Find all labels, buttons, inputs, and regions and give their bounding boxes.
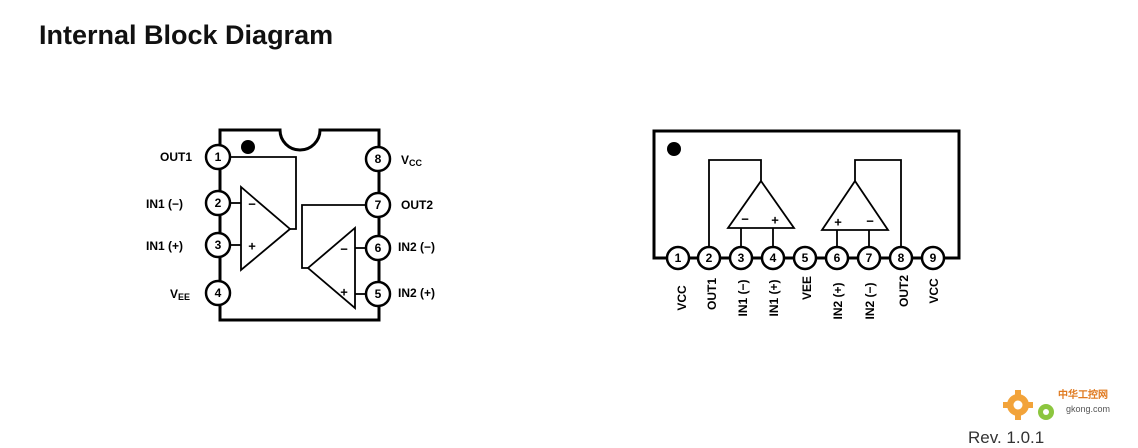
sip-pin-3 (728, 245, 754, 271)
dip-opamp-2 (301, 204, 366, 310)
sip-opamp-1 (708, 159, 796, 246)
watermark-url: gkong.com (1066, 404, 1111, 414)
pin1-marker-dot (241, 140, 255, 154)
dip-label-out1: OUT1 (160, 150, 192, 164)
dip-label-in1-plus: IN1 (+) (146, 239, 183, 253)
dip-wire-out2 (301, 204, 366, 269)
dip-pin-5-number: 5 (375, 287, 382, 301)
dip-opamp-1-plus-sign: + (248, 239, 256, 254)
dip-opamp-1-minus-sign: − (248, 197, 256, 212)
sip-wire-out1 (708, 159, 762, 246)
dip-label-out2: OUT2 (401, 198, 433, 212)
dip-pin-4-number: 4 (215, 286, 222, 300)
dip-wire-out1 (230, 156, 297, 230)
dip8-body-outline (218, 128, 381, 322)
dip8-left-pins: 1 2 3 4 (204, 143, 232, 307)
sip-pin-8 (888, 245, 914, 271)
sip-pin-1 (665, 245, 691, 271)
dip-opamp-2-triangle (306, 226, 356, 310)
sip-pin-1-number: 1 (675, 251, 682, 265)
sip-pin-9 (920, 245, 946, 271)
sip-pin-6 (824, 245, 850, 271)
sip-opamp-2 (820, 159, 902, 246)
sip-pin-4 (760, 245, 786, 271)
sip-opamp-1-triangle (726, 179, 796, 229)
dip-label-in2-minus: IN2 (−) (398, 240, 435, 254)
sip-pin-9-number: 9 (930, 251, 937, 265)
sip-label-vee: VEE (800, 276, 814, 300)
page-title: Internal Block Diagram (39, 20, 334, 50)
sip9-pins: 1 2 3 4 5 6 7 8 9 (665, 245, 946, 271)
dip-pin-4 (204, 279, 232, 307)
dip-label-in2-plus: IN2 (+) (398, 286, 435, 300)
sip-pin-7 (856, 245, 882, 271)
dip-pin-8-number: 8 (375, 152, 382, 166)
sip-label-in1-minus: IN1 (−) (736, 279, 750, 316)
sip-opamp-1-plus-sign: + (771, 213, 779, 228)
dip-pin-6-number: 6 (375, 241, 382, 255)
dip-label-vee: VEE (170, 287, 190, 302)
gear-icon (1003, 390, 1054, 420)
sip-label-vcc-1: VCC (675, 285, 689, 311)
sip-opamp-1-minus-sign: − (741, 212, 749, 227)
sip-pin-5 (792, 245, 818, 271)
sip-pin-2 (696, 245, 722, 271)
dip-opamp-2-plus-sign: + (340, 285, 348, 300)
sip-label-in2-minus: IN2 (−) (863, 282, 877, 319)
dip-pin-8 (364, 145, 392, 173)
dip-pin-2-number: 2 (215, 196, 222, 210)
dip-opamp-1 (230, 156, 297, 272)
sip-opamp-2-triangle (820, 179, 890, 231)
sip-pin-5-number: 5 (802, 251, 809, 265)
sip-pin1-marker-dot (667, 142, 681, 156)
revision-label: Rev. 1.0.1 (968, 428, 1045, 447)
sip-pin-8-number: 8 (898, 251, 905, 265)
sip-wire-out2 (854, 159, 902, 246)
dip-pin-1-number: 1 (215, 150, 222, 164)
sip-pin-7-number: 7 (866, 251, 873, 265)
dip-pin-7-number: 7 (375, 198, 382, 212)
watermark-brand: 中华工控网 (1058, 390, 1108, 401)
sip-label-in2-plus: IN2 (+) (831, 282, 845, 319)
dip-label-vcc: VCC (401, 153, 423, 168)
sip9-package (652, 129, 961, 260)
sip-label-out2: OUT2 (897, 275, 911, 307)
sip-opamp-2-minus-sign: − (866, 214, 874, 229)
dip-pin-3-number: 3 (215, 238, 222, 252)
dip8-package (218, 128, 381, 322)
sip-label-in1-plus: IN1 (+) (767, 279, 781, 316)
sip-label-vcc-9: VCC (927, 278, 941, 304)
sip-label-out1: OUT1 (705, 278, 719, 310)
sip9-body-outline (652, 129, 961, 260)
sip-pin-6-number: 6 (834, 251, 841, 265)
sip-opamp-2-plus-sign: + (834, 215, 842, 230)
dip-opamp-2-minus-sign: − (340, 242, 348, 257)
sip9-pin-labels: VCC OUT1 IN1 (−) IN1 (+) VEE IN2 (+) IN2… (675, 275, 941, 320)
sip-pin-4-number: 4 (770, 251, 777, 265)
dip-opamp-1-triangle (240, 185, 292, 272)
dip-label-in1-minus: IN1 (−) (146, 197, 183, 211)
sip-pin-2-number: 2 (706, 251, 713, 265)
sip-pin-3-number: 3 (738, 251, 745, 265)
